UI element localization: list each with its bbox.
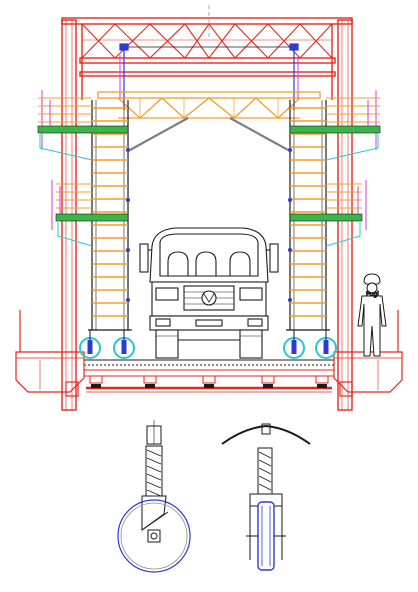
top-blue-rods bbox=[119, 43, 299, 110]
base-pad bbox=[202, 375, 216, 384]
magenta-posts bbox=[41, 55, 377, 230]
clamp bbox=[288, 298, 292, 302]
base-pad-shoe bbox=[204, 384, 214, 388]
person-label: Pugi bbox=[366, 291, 379, 298]
clamp bbox=[126, 198, 130, 202]
support-bracket bbox=[57, 222, 93, 247]
base-pad bbox=[315, 375, 329, 384]
base-pad bbox=[89, 375, 103, 384]
base-pad bbox=[143, 375, 157, 384]
deck-board bbox=[55, 213, 129, 222]
deck-board bbox=[37, 125, 129, 134]
base-pad-shoe bbox=[263, 384, 273, 388]
scaffold-right bbox=[286, 97, 381, 331]
support-bracket bbox=[39, 134, 93, 161]
clamp bbox=[126, 298, 130, 302]
wheel-marker-caster bbox=[87, 340, 93, 354]
deck-board bbox=[289, 125, 381, 134]
orange-truss bbox=[97, 91, 321, 119]
deck-board bbox=[289, 213, 363, 222]
wheel-detail-side bbox=[117, 420, 191, 573]
clamp bbox=[288, 148, 292, 152]
wheel-markers bbox=[79, 330, 337, 359]
clamp bbox=[288, 198, 292, 202]
wheel-marker-caster bbox=[323, 340, 329, 354]
diagonal-struts bbox=[129, 117, 289, 151]
support-bracket bbox=[325, 134, 379, 161]
scaffold-left bbox=[37, 97, 132, 331]
clamp bbox=[126, 148, 130, 152]
base-pad-shoe bbox=[317, 384, 327, 388]
person-figure: Pugi bbox=[357, 273, 387, 357]
clamp bbox=[288, 248, 292, 252]
wheel-marker-caster bbox=[291, 340, 297, 354]
base-pad-shoe bbox=[145, 384, 155, 388]
base-pad-shoe bbox=[91, 384, 101, 388]
road-deck bbox=[83, 359, 335, 377]
support-bracket bbox=[325, 222, 361, 247]
wheel-marker-caster bbox=[121, 340, 127, 354]
clamp bbox=[126, 248, 130, 252]
wheel-detail-front bbox=[221, 423, 311, 571]
base-pads bbox=[89, 375, 329, 388]
truck bbox=[139, 227, 279, 359]
base-pad bbox=[261, 375, 275, 384]
